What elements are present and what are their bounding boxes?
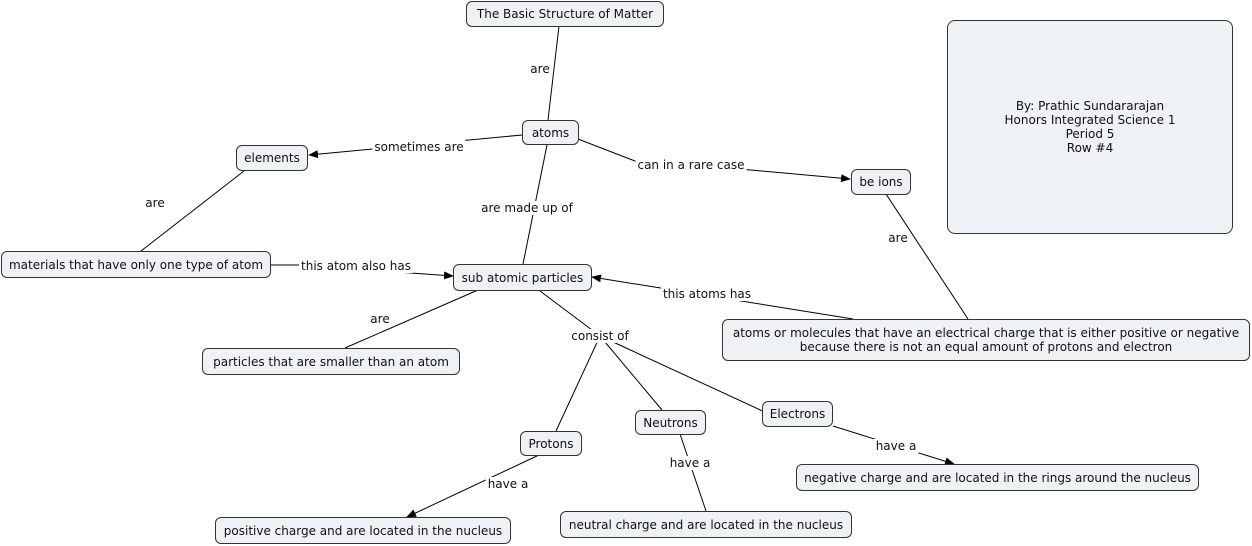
link-label-are: are xyxy=(143,196,167,210)
concept-atoms[interactable]: atoms xyxy=(522,120,579,145)
concept-title[interactable]: The Basic Structure of Matter xyxy=(466,1,664,27)
concept-ions-definition[interactable]: atoms or molecules that have an electric… xyxy=(722,319,1250,361)
link-neutrons-desc xyxy=(679,433,707,512)
link-label-consist-of: consist of xyxy=(569,329,631,343)
author-name: By: Prathic Sundararajan xyxy=(1015,99,1165,113)
author-row: Row #4 xyxy=(1066,141,1114,155)
concept-electron-description[interactable]: negative charge and are located in the r… xyxy=(796,464,1199,491)
link-label-atoms-has: this atoms has xyxy=(660,287,754,301)
link-subatomic-particles xyxy=(344,289,479,349)
link-consist-protons xyxy=(555,335,601,432)
link-label-are: are xyxy=(368,312,392,326)
link-label-sometimes-are: sometimes are xyxy=(372,140,466,154)
link-title-atoms xyxy=(547,25,560,121)
author-info-box[interactable]: By: Prathic Sundararajan Honors Integrat… xyxy=(947,20,1233,234)
link-consist-electrons xyxy=(599,335,768,414)
link-label-have-a: have a xyxy=(873,439,919,453)
concept-be-ions[interactable]: be ions xyxy=(851,169,911,195)
link-label-made-up-of: are made up of xyxy=(479,201,575,215)
link-label-are: are xyxy=(886,231,910,245)
concept-neutrons[interactable]: Neutrons xyxy=(635,410,706,435)
concept-subatomic-particles[interactable]: sub atomic particles xyxy=(453,264,592,291)
link-label-have-a: have a xyxy=(485,477,531,491)
link-ions-definition xyxy=(885,193,969,320)
link-elements-materials xyxy=(140,170,245,252)
concept-neutron-description[interactable]: neutral charge and are located in the nu… xyxy=(560,511,852,538)
link-protons-desc xyxy=(406,454,540,518)
concept-proton-description[interactable]: positive charge and are located in the n… xyxy=(215,517,511,544)
concept-particles-smaller[interactable]: particles that are smaller than an atom xyxy=(202,348,460,375)
link-label-have-a: have a xyxy=(667,456,713,470)
concept-protons[interactable]: Protons xyxy=(520,431,582,456)
author-period: Period 5 xyxy=(1065,127,1115,141)
link-label-are: are xyxy=(528,62,552,76)
concept-elements[interactable]: elements xyxy=(236,145,308,171)
concept-electrons[interactable]: Electrons xyxy=(762,401,833,427)
concept-materials[interactable]: materials that have only one type of ato… xyxy=(1,251,271,278)
link-label-rare-case: can in a rare case xyxy=(635,158,747,172)
link-subatomic-consist xyxy=(539,290,601,337)
link-consist-neutrons xyxy=(599,335,663,411)
author-class: Honors Integrated Science 1 xyxy=(1004,113,1176,127)
link-label-also-has: this atom also has xyxy=(299,259,413,273)
